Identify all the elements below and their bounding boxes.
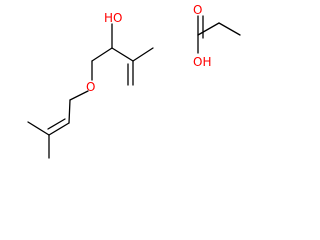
bond-c3-c4	[111, 47, 134, 62]
carbonyl-oxygen-label: O	[193, 3, 202, 17]
chemical-structure-diagram: HO O O OH	[27, 3, 241, 159]
bond-ch2-ch3	[218, 22, 241, 36]
bond-ch-cme2-double	[47, 118, 66, 130]
hydroxyl-label: HO	[104, 11, 122, 25]
bond-c4-methyl	[132, 47, 154, 62]
bond-ch2-ch	[68, 99, 71, 124]
alcohol-ether-molecule: HO O	[27, 11, 154, 159]
bond-c3-c2	[91, 47, 113, 62]
acid-hydroxyl-label: OH	[193, 55, 211, 69]
propanoic-acid-molecule: O OH	[193, 3, 241, 69]
bond-carboxyl-ch2	[197, 22, 220, 36]
bond-cme2-methyl-a	[27, 121, 50, 136]
bond-ether-oxygen-ch2	[69, 90, 89, 101]
bond-ch-cme2	[48, 122, 70, 136]
ether-oxygen-label: O	[86, 80, 95, 94]
